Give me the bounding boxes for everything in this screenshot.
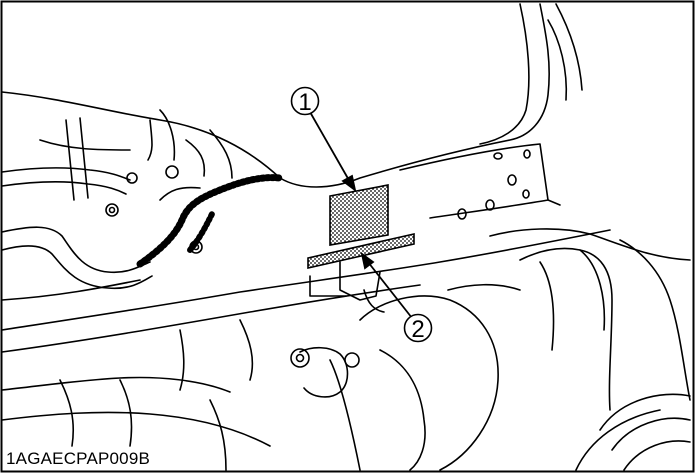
dash-panel-outline — [1, 3, 550, 188]
callout-1: 1 — [290, 86, 320, 116]
callout-2-circle — [403, 313, 433, 343]
figure-code: 1AGAECPAP009B — [6, 449, 151, 468]
leader-arrow-1 — [309, 111, 351, 183]
callout-1-circle — [290, 86, 320, 116]
cowl-line-upper — [1, 229, 611, 331]
strut-tower — [489, 228, 691, 261]
spring-coil — [599, 393, 691, 431]
label-panel-2 — [307, 232, 415, 270]
cowl-line-lower — [1, 284, 421, 353]
callout-2-label: 2 — [411, 316, 424, 343]
wiring-harness — [136, 174, 284, 268]
bolt-2 — [189, 240, 203, 254]
label-panel-1 — [329, 184, 389, 246]
hose-left-lower — [1, 226, 151, 274]
callout-1-label: 1 — [298, 89, 311, 116]
booster-housing — [359, 295, 499, 471]
bolt-1 — [105, 203, 119, 217]
bolt-3 — [290, 348, 310, 368]
side-panel — [399, 143, 549, 219]
callout-2: 2 — [403, 313, 433, 343]
leader-arrow-2 — [367, 261, 413, 319]
hose-left-upper — [1, 167, 131, 181]
